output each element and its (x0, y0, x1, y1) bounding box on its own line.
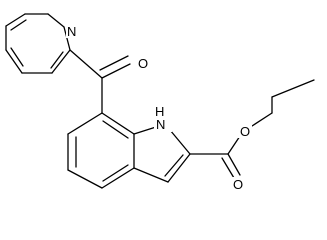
atom-label-ketone-o: O (138, 56, 148, 71)
atom-label-indole-n: N (156, 117, 165, 132)
chemical-structure-diagram: N O H N O O (5, 13, 315, 192)
bond (101, 112, 135, 135)
pyridine-ring (5, 13, 71, 74)
atom-label-indole-h: H (155, 104, 164, 119)
bond (227, 135, 241, 155)
bond (99, 55, 129, 71)
bond (133, 167, 169, 183)
bond (5, 49, 23, 74)
indole-pyrrole-ring (133, 126, 191, 183)
bond (164, 154, 184, 177)
bond (227, 153, 241, 176)
bond (10, 47, 24, 67)
atom-labels: N O H N O O (66, 24, 252, 192)
atom-label-ester-o-double: O (233, 177, 243, 192)
bond (101, 63, 131, 79)
bond (251, 112, 273, 127)
bond (51, 49, 71, 74)
bond (102, 120, 129, 139)
bond (69, 49, 103, 79)
bond (102, 164, 129, 182)
bond (167, 153, 191, 183)
bond (101, 167, 135, 189)
bond (271, 79, 315, 98)
atom-label-ester-o-single: O (240, 124, 250, 139)
bond (133, 126, 157, 135)
bond (63, 26, 71, 51)
bond (67, 169, 103, 189)
atom-label-pyridine-n: N (67, 24, 76, 39)
bond (169, 129, 191, 155)
bond (67, 112, 103, 135)
bond (10, 19, 27, 31)
indole-benzene-ring (67, 112, 135, 189)
bond (50, 51, 64, 69)
bond (5, 13, 26, 27)
bond (47, 13, 65, 28)
bond (221, 157, 235, 179)
